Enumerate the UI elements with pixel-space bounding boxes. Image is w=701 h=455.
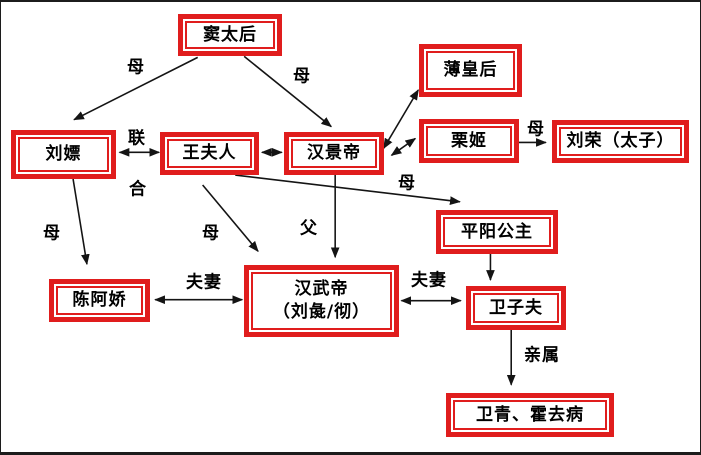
node-han-jingdi: 汉景帝: [284, 132, 384, 175]
node-bo-huanghou-inner-border: 薄皇后: [426, 51, 515, 90]
node-wei-zifu: 卫子夫: [466, 286, 566, 330]
node-liu-rong-inner-border: 刘荣（太子）: [559, 127, 682, 156]
edge-dou-taihou-to-liu-piao: [73, 56, 199, 121]
edge-han-jingdi-to-bo-huanghou: [382, 89, 419, 150]
node-weiqing-huoqubing: 卫青、霍去病: [446, 393, 614, 437]
edge-label: 父: [300, 218, 318, 239]
node-liu-piao-label: 刘嫖: [45, 144, 82, 165]
edge-label: 联: [128, 128, 146, 149]
node-wang-furen-label: 王夫人: [182, 143, 237, 164]
node-han-wudi-inner-border: 汉武帝（刘彘/彻）: [251, 272, 392, 330]
node-han-jingdi-inner-border: 汉景帝: [291, 139, 377, 168]
node-weiqing-huoqubing-inner-border: 卫青、霍去病: [453, 400, 607, 430]
edge-lines: [72, 55, 547, 386]
node-liu-rong-label: 刘荣（太子）: [566, 131, 675, 152]
node-han-wudi-label: 汉武帝: [294, 279, 349, 300]
edge-label: 母: [202, 223, 220, 244]
edge-label: 亲属: [524, 345, 560, 366]
node-wei-zifu-label: 卫子夫: [489, 297, 543, 318]
node-dou-taihou-label: 窦太后: [203, 24, 257, 45]
node-liu-rong: 刘荣（太子）: [552, 120, 689, 163]
edge-label: 母: [398, 173, 416, 194]
node-wei-zifu-inner-border: 卫子夫: [473, 293, 559, 323]
node-bo-huanghou-label: 薄皇后: [443, 60, 498, 81]
node-bo-huanghou: 薄皇后: [419, 44, 522, 97]
node-li-ji-label: 栗姬: [451, 130, 487, 151]
node-wang-furen: 王夫人: [160, 132, 259, 175]
edge-han-jingdi-to-li-ji: [390, 137, 417, 156]
node-liu-piao-inner-border: 刘嫖: [18, 137, 109, 172]
edge-label: 合: [129, 179, 147, 200]
node-han-wudi-label: （刘彘/彻）: [272, 302, 371, 322]
node-chen-ajiao-label: 陈阿娇: [72, 290, 127, 311]
edge-label: 夫妻: [411, 270, 447, 291]
node-pingyang-gongzhu-label: 平阳公主: [461, 221, 533, 242]
node-li-ji-inner-border: 栗姬: [426, 126, 512, 156]
node-chen-ajiao-inner-border: 陈阿娇: [56, 286, 143, 315]
node-chen-ajiao: 陈阿娇: [49, 279, 150, 322]
node-li-ji: 栗姬: [419, 119, 519, 163]
node-wang-furen-inner-border: 王夫人: [167, 139, 252, 168]
node-weiqing-huoqubing-label: 卫青、霍去病: [476, 404, 584, 425]
edge-label: 夫妻: [186, 272, 222, 293]
edge-label: 母: [43, 223, 61, 244]
node-han-jingdi-label: 汉景帝: [307, 143, 361, 164]
node-pingyang-gongzhu-inner-border: 平阳公主: [443, 217, 551, 247]
node-liu-piao: 刘嫖: [11, 130, 116, 179]
edge-dou-taihou-to-han-jingdi: [243, 55, 333, 128]
edge-wang-furen-to-han-wudi: [202, 184, 259, 253]
node-pingyang-gongzhu: 平阳公主: [436, 210, 558, 254]
node-dou-taihou: 窦太后: [178, 14, 282, 56]
node-han-wudi: 汉武帝（刘彘/彻）: [244, 265, 399, 337]
edge-label: 母: [527, 119, 545, 140]
edge-wang-furen-to-pingyang-gongzhu: [235, 174, 461, 205]
edge-label: 母: [127, 57, 145, 78]
edge-liu-piao-to-chen-ajiao: [72, 178, 90, 266]
edge-label: 母: [293, 66, 311, 87]
node-dou-taihou-inner-border: 窦太后: [185, 21, 275, 49]
